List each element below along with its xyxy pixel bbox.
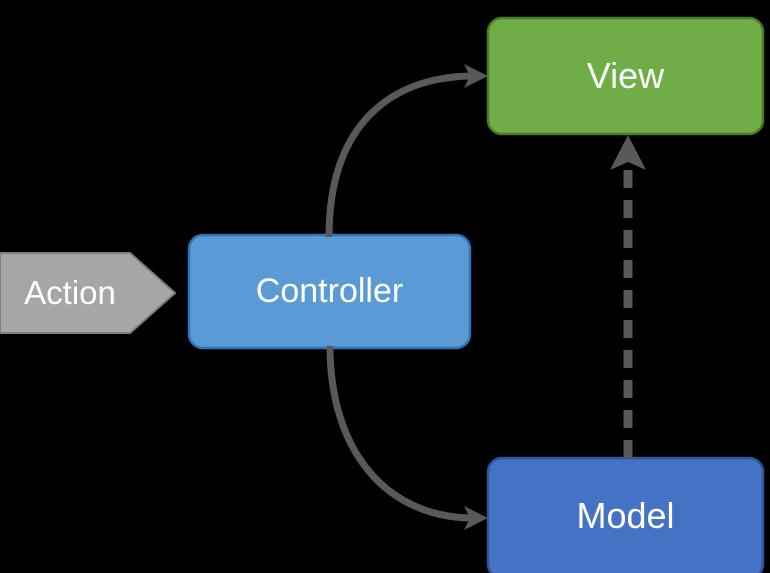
connector-controller-to-view <box>325 64 488 238</box>
model-shape[interactable] <box>486 456 765 573</box>
connector-model-to-view <box>610 135 646 458</box>
connector-controller-to-model <box>326 345 488 530</box>
controller-shape[interactable] <box>187 233 472 350</box>
view-shape[interactable] <box>486 16 765 136</box>
action-shape[interactable] <box>0 252 177 334</box>
